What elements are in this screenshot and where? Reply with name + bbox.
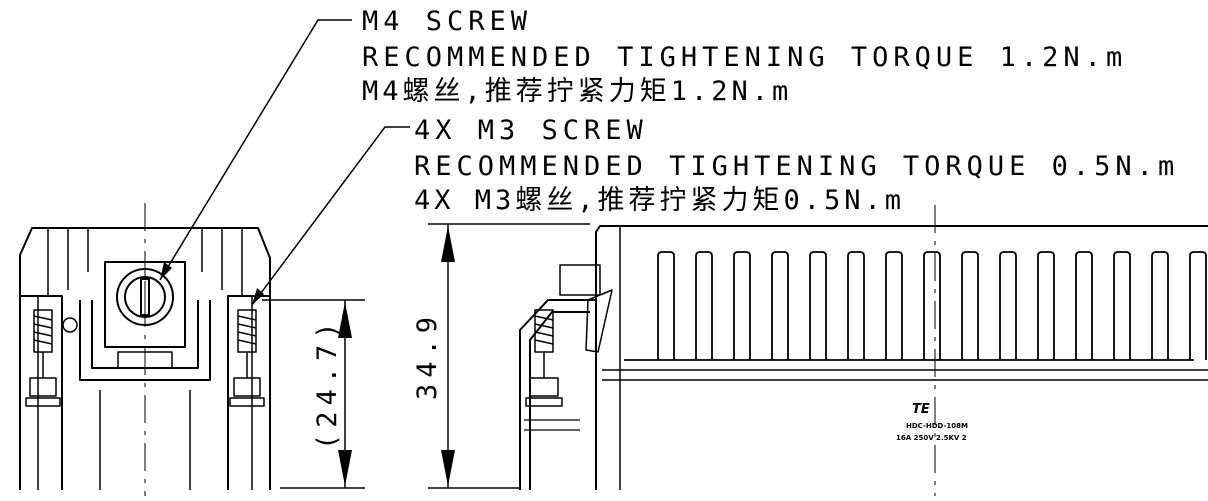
cooling-fin [657, 251, 675, 360]
cooling-fin [771, 251, 789, 360]
product-label: TE HDC-HDD-108M 16A 250V 2.5KV 2 [896, 402, 968, 442]
m4-note-torque: RECOMMENDED TIGHTENING TORQUE 1.2N.m [362, 42, 1127, 73]
front-m3-screw-left [25, 309, 61, 407]
front-view [19, 203, 271, 496]
m3-screw-note: 4X M3 SCREW RECOMMENDED TIGHTENING TORQU… [414, 115, 1179, 216]
cooling-fin [1113, 251, 1131, 360]
m3-note-title: 4X M3 SCREW [414, 115, 648, 146]
m3-leader [251, 126, 410, 306]
cooling-fin [961, 251, 979, 360]
m4-leader [159, 19, 352, 281]
cooling-fin [847, 251, 865, 360]
side-view [519, 205, 1208, 496]
side-cooling-fins [624, 251, 1207, 361]
cooling-fin [1075, 251, 1093, 360]
front-hood-ribs [47, 228, 243, 296]
cooling-fin [695, 251, 713, 360]
reference-height-label: (24.7) [312, 316, 343, 450]
m3-note-torque: RECOMMENDED TIGHTENING TORQUE 0.5N.m [414, 151, 1179, 182]
overall-height-label: 34.9 [412, 311, 443, 400]
leader-lines [159, 19, 410, 306]
m4-note-title: M4 SCREW [362, 6, 532, 37]
cooling-fin [1037, 251, 1055, 360]
cooling-fin [1189, 251, 1207, 360]
cooling-fin [809, 251, 827, 360]
side-hood-outline [595, 225, 1208, 490]
m3-note-chinese: 4X M3螺丝,推荐拧紧力矩0.5N.m [414, 185, 905, 216]
rating-label: 16A 250V 2.5KV 2 [896, 434, 967, 442]
part-number-label: HDC-HDD-108M [906, 422, 968, 430]
side-m3-screw [525, 309, 563, 407]
m4-note-chinese: M4螺丝,推荐拧紧力矩1.2N.m [362, 76, 792, 107]
cooling-fin [923, 251, 941, 360]
cooling-fin [733, 251, 751, 360]
cooling-fin [885, 251, 903, 360]
front-m3-screw-right [229, 309, 265, 407]
cooling-fin [1151, 251, 1169, 360]
overall-height-dimension [428, 223, 590, 489]
m4-screw-note: M4 SCREW RECOMMENDED TIGHTENING TORQUE 1… [362, 6, 1127, 107]
cooling-fin [999, 251, 1017, 360]
te-logo: TE [912, 402, 930, 417]
